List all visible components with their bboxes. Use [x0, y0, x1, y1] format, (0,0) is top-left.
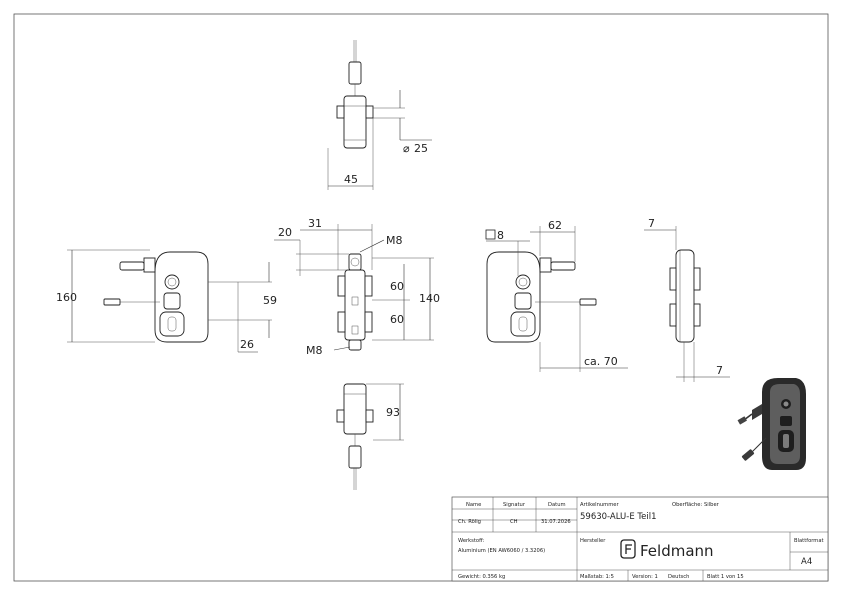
tb-version: Version: 1	[632, 574, 658, 580]
right-view: 8 62 ca. 70	[485, 219, 628, 372]
dim-thread-top: M8	[386, 234, 403, 247]
tb-col-signature: Signatur	[503, 502, 526, 508]
tb-date: 31.07.2026	[541, 519, 571, 525]
tb-surface-label: Oberfläche:	[672, 502, 702, 508]
tb-material-value: Aluminium (EN AW6060 / 3.3206)	[458, 548, 545, 554]
tb-surface-value: Silber	[704, 502, 720, 508]
tb-weight: Gewicht: 0.356 kg	[458, 574, 505, 580]
tb-article-number: 59630-ALU-E Teil1	[580, 512, 657, 522]
tb-sheet: Blatt 1 von 15	[707, 574, 744, 580]
dim-front-width: 31	[308, 217, 322, 230]
bottom-view: 93	[336, 383, 404, 490]
dim-left-height: 160	[56, 291, 77, 304]
tb-col-date: Datum	[548, 502, 566, 508]
tb-scale: Maßstab: 1:5	[580, 574, 614, 580]
dim-left-spacing: 59	[263, 294, 277, 307]
tb-col-name: Name	[466, 502, 481, 508]
dim-top-width: 45	[344, 173, 358, 186]
dim-side-thickness-top: 7	[648, 217, 655, 230]
dim-right-width: 62	[548, 219, 562, 232]
isometric-view	[737, 378, 806, 470]
dim-thread-bottom: M8	[306, 344, 323, 357]
dim-front-spacing-lower: 60	[390, 313, 404, 326]
tb-language: Deutsch	[668, 574, 689, 580]
dim-front-spacing-upper: 60	[390, 280, 404, 293]
dim-square: 8	[497, 229, 504, 242]
dim-side-thickness-bottom: 7	[716, 364, 723, 377]
tb-format-value: A4	[801, 557, 812, 567]
dim-bottom-height: 93	[386, 406, 400, 419]
tb-material-label: Werkstoff:	[458, 538, 485, 544]
tb-manufacturer-label: Hersteller	[580, 538, 606, 544]
dim-left-bottom: 26	[240, 338, 254, 351]
tb-name: Ch. Rölig	[458, 519, 481, 525]
logo-text: Feldmann	[640, 542, 714, 560]
tb-article-label: Artikelnummer	[580, 502, 619, 508]
title-block: Name Signatur Datum Ch. Rölig CH 31.07.2…	[451, 496, 829, 582]
side-view: 7 7	[644, 217, 730, 382]
tb-format-label: Blattformat	[794, 538, 824, 544]
feldmann-logo: Feldmann	[620, 539, 714, 560]
square-symbol	[485, 229, 496, 240]
dim-front-height: 140	[419, 292, 440, 305]
dim-top-diameter: 25	[414, 142, 428, 155]
tb-signature: CH	[510, 519, 518, 525]
dim-diameter-symbol: ⌀	[403, 142, 410, 155]
dim-right-cable: ca. 70	[584, 355, 618, 368]
left-view: 160 59 26	[56, 249, 277, 353]
front-view: 31 20 M8 M8 60 60 140	[274, 217, 440, 357]
sheet-border	[13, 13, 829, 582]
top-view: ⌀ 25 45	[327, 40, 432, 190]
dim-side-offset: 20	[278, 226, 292, 239]
